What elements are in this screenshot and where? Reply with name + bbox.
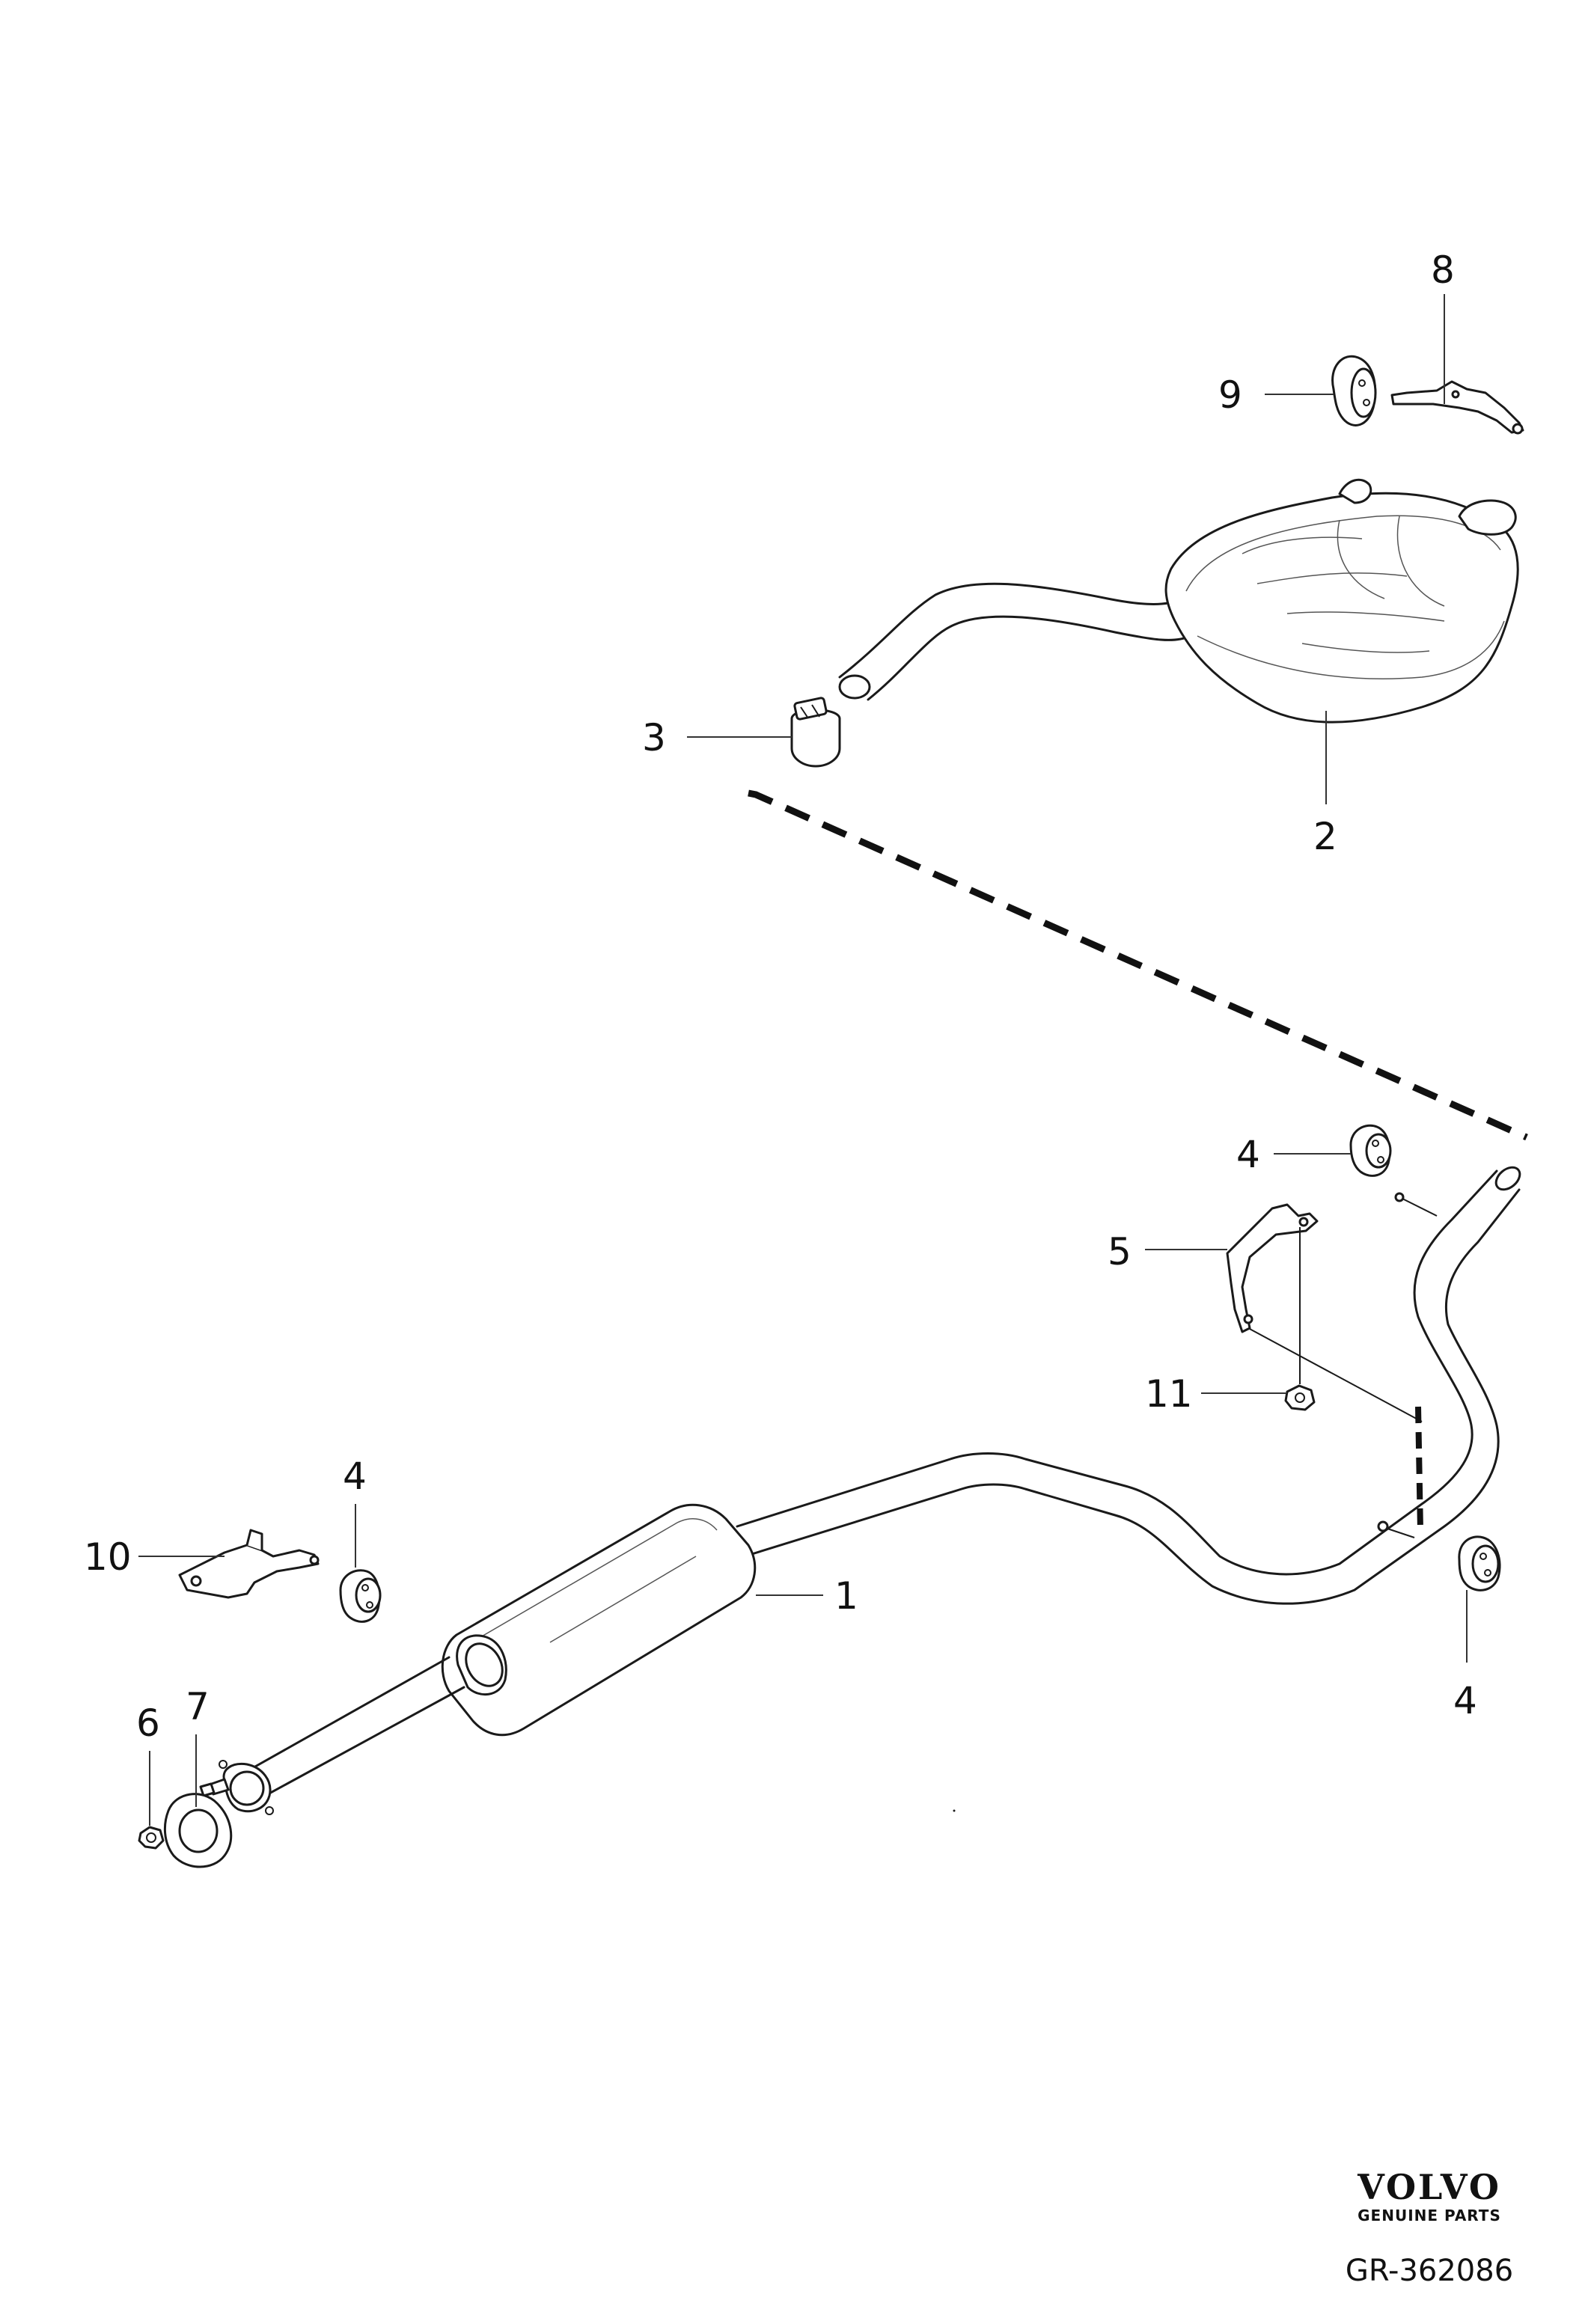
rubber-mount-rear-right <box>1377 1520 1501 1591</box>
callout-4-left: 4 <box>343 1455 367 1498</box>
rubber-mount-top <box>1331 355 1377 426</box>
callout-4-right: 4 <box>1453 1679 1477 1722</box>
callout-5: 5 <box>1108 1230 1132 1273</box>
callout-labels: 8 9 3 2 4 5 11 4 10 1 4 7 6 <box>84 248 1477 1745</box>
callout-3: 3 <box>642 716 666 759</box>
callout-8: 8 <box>1431 248 1455 292</box>
volvo-logo: VOLVO GENUINE PARTS <box>1332 2168 1527 2225</box>
callout-7: 7 <box>186 1685 210 1728</box>
gasket <box>163 1793 233 1868</box>
rubber-mount-middle-top <box>1349 1124 1438 1217</box>
flange-nut <box>138 1826 165 1850</box>
leader-lines <box>138 294 1468 1826</box>
diagram-reference-number: GR-362086 <box>1345 2254 1514 2288</box>
flange-studs <box>199 1778 230 1797</box>
front-pipe-assembly <box>219 1166 1521 1815</box>
rubber-mount-front-left <box>339 1569 382 1623</box>
callout-6: 6 <box>136 1701 160 1745</box>
callout-10: 10 <box>84 1535 132 1579</box>
callout-9: 9 <box>1218 373 1242 417</box>
brand-name: VOLVO <box>1358 2167 1501 2207</box>
callout-11: 11 <box>1145 1372 1193 1416</box>
pipe-clamp <box>790 697 841 768</box>
brand-subtitle: GENUINE PARTS <box>1358 2207 1501 2224</box>
callout-1: 1 <box>834 1574 858 1618</box>
rear-silencer <box>838 478 1519 724</box>
hanger-rod <box>1248 1327 1423 1422</box>
callout-2: 2 <box>1313 815 1337 858</box>
connection-dashed-line <box>748 789 1528 1141</box>
callout-4-top: 4 <box>1236 1133 1260 1176</box>
hanger-bracket-top <box>1390 380 1524 435</box>
hanger-nut <box>1284 1227 1316 1411</box>
hanger-bracket-front <box>178 1529 320 1599</box>
connection-dashed-vertical <box>1415 1406 1423 1531</box>
hanger-bracket-middle <box>1226 1203 1319 1333</box>
